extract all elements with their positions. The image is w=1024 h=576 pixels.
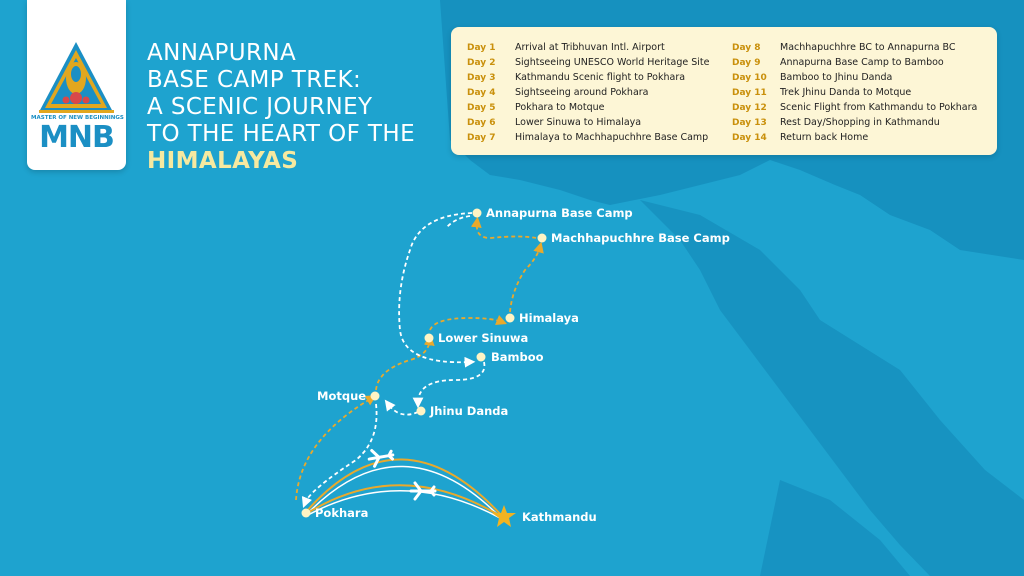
itinerary-row: Day 7 Himalaya to Machhapuchhre Base Camp <box>467 130 709 145</box>
itinerary-row: Day 9 Annapurna Base Camp to Bamboo <box>732 55 977 70</box>
itinerary-row: Day 13 Rest Day/Shopping in Kathmandu <box>732 115 977 130</box>
day-label: Day 2 <box>467 58 496 68</box>
label-machhapuchhre-bc: Machhapuchhre Base Camp <box>551 231 730 245</box>
logo-tagline: MASTER OF NEW BEGINNINGS <box>31 115 124 121</box>
flight-arc-upper <box>305 458 503 517</box>
day-description: Lower Sinuwa to Himalaya <box>515 117 642 128</box>
flight-arc-upper-inner <box>307 465 501 518</box>
day-label: Day 12 <box>732 103 767 113</box>
route-annapurna-indicator <box>445 215 471 229</box>
label-jhinu-danda: Jhinu Danda <box>430 404 509 418</box>
day-description: Return back Home <box>780 132 869 143</box>
star-icon <box>492 505 516 527</box>
itinerary-row: Day 14 Return back Home <box>732 130 977 145</box>
flight-arc-lower-inner <box>307 490 501 519</box>
route-bamboo-to-jhinu <box>412 361 486 409</box>
itinerary-row: Day 4 Sightseeing around Pokhara <box>467 85 709 100</box>
day-description: Arrival at Tribhuvan Intl. Airport <box>515 42 665 53</box>
day-label: Day 9 <box>732 58 761 68</box>
day-description: Sightseeing around Pokhara <box>515 87 649 98</box>
day-label: Day 7 <box>467 133 496 143</box>
itinerary-row: Day 10 Bamboo to Jhinu Danda <box>732 70 977 85</box>
itinerary-row: Day 1 Arrival at Tribhuvan Intl. Airport <box>467 40 709 55</box>
flight-arc-lower <box>305 484 503 518</box>
title-highlight: HIMALAYAS <box>147 148 299 174</box>
title-line-2: BASE CAMP TREK: <box>147 67 362 93</box>
label-pokhara: Pokhara <box>315 506 369 520</box>
day-label: Day 1 <box>467 43 496 53</box>
day-description: Bamboo to Jhinu Danda <box>780 72 893 83</box>
day-label: Day 6 <box>467 118 496 128</box>
page-title: ANNAPURNA BASE CAMP TREK: A SCENIC JOURN… <box>147 40 447 175</box>
title-line-1: ANNAPURNA <box>147 40 297 66</box>
marker-bamboo <box>476 352 486 362</box>
label-motque: Motque <box>317 389 367 403</box>
brand-logo-card: MASTER OF NEW BEGINNINGS MNB <box>27 0 126 170</box>
day-description: Kathmandu Scenic flight to Pokhara <box>515 72 686 83</box>
day-label: Day 11 <box>732 88 767 98</box>
marker-himalaya <box>505 313 515 323</box>
day-description: Scenic Flight from Kathmandu to Pokhara <box>780 102 978 113</box>
route-himalaya-to-machhapuchhre <box>509 241 544 313</box>
day-description: Machhapuchhre BC to Annapurna BC <box>780 42 956 53</box>
day-description: Himalaya to Machhapuchhre Base Camp <box>515 132 709 143</box>
day-description: Rest Day/Shopping in Kathmandu <box>780 117 940 128</box>
itinerary-row: Day 5 Pokhara to Motque <box>467 100 709 115</box>
day-description: Trek Jhinu Danda to Motque <box>780 87 912 98</box>
day-label: Day 10 <box>732 73 767 83</box>
marker-pokhara <box>301 508 311 518</box>
day-description: Pokhara to Motque <box>515 102 605 113</box>
itinerary-row: Day 3 Kathmandu Scenic flight to Pokhara <box>467 70 709 85</box>
marker-machhapuchhre-bc <box>537 233 547 243</box>
marker-lower-sinuwa <box>424 333 434 343</box>
day-label: Day 3 <box>467 73 496 83</box>
day-description: Annapurna Base Camp to Bamboo <box>780 57 944 68</box>
day-label: Day 5 <box>467 103 496 113</box>
marker-annapurna-bc <box>472 208 482 218</box>
itinerary-row: Day 12 Scenic Flight from Kathmandu to Po… <box>732 100 977 115</box>
label-himalaya: Himalaya <box>519 311 579 325</box>
day-description: Sightseeing UNESCO World Heritage Site <box>515 57 710 68</box>
label-bamboo: Bamboo <box>491 350 544 364</box>
day-label: Day 8 <box>732 43 761 53</box>
route-motque-to-lower-sinuwa <box>375 334 435 391</box>
day-label: Day 4 <box>467 88 496 98</box>
itinerary-column-2: Day 8 Machhapuchhre BC to Annapurna BC Da… <box>732 40 977 145</box>
itinerary-row: Day 8 Machhapuchhre BC to Annapurna BC <box>732 40 977 55</box>
logo-text: MNB <box>39 120 115 155</box>
route-jhinu-to-motque <box>384 399 419 416</box>
label-lower-sinuwa: Lower Sinuwa <box>438 331 529 345</box>
label-annapurna-bc: Annapurna Base Camp <box>486 206 633 220</box>
landmass-east <box>640 200 1024 576</box>
airplane-icon <box>367 449 395 468</box>
marker-jhinu-danda <box>416 406 426 416</box>
itinerary-row: Day 6 Lower Sinuwa to Himalaya <box>467 115 709 130</box>
day-label: Day 13 <box>732 118 767 128</box>
marker-motque <box>370 391 380 401</box>
title-line-4: TO THE HEART OF THE <box>147 121 416 147</box>
mnb-logo <box>39 42 114 113</box>
airplane-icon <box>409 481 437 501</box>
itinerary-row: Day 2 Sightseeing UNESCO World Heritage S… <box>467 55 709 70</box>
label-kathmandu: Kathmandu <box>522 510 597 524</box>
landmass-south <box>760 480 910 576</box>
route-machhapuchhre-to-annapurna <box>470 216 537 239</box>
route-pokhara-to-motque <box>295 395 377 501</box>
itinerary-row: Day 11 Trek Jhinu Danda to Motque <box>732 85 977 100</box>
title-line-3: A SCENIC JOURNEY <box>147 94 373 120</box>
day-label: Day 14 <box>732 133 767 143</box>
route-annapurna-to-bamboo <box>398 212 476 368</box>
route-lower-sinuwa-to-himalaya <box>429 314 508 331</box>
